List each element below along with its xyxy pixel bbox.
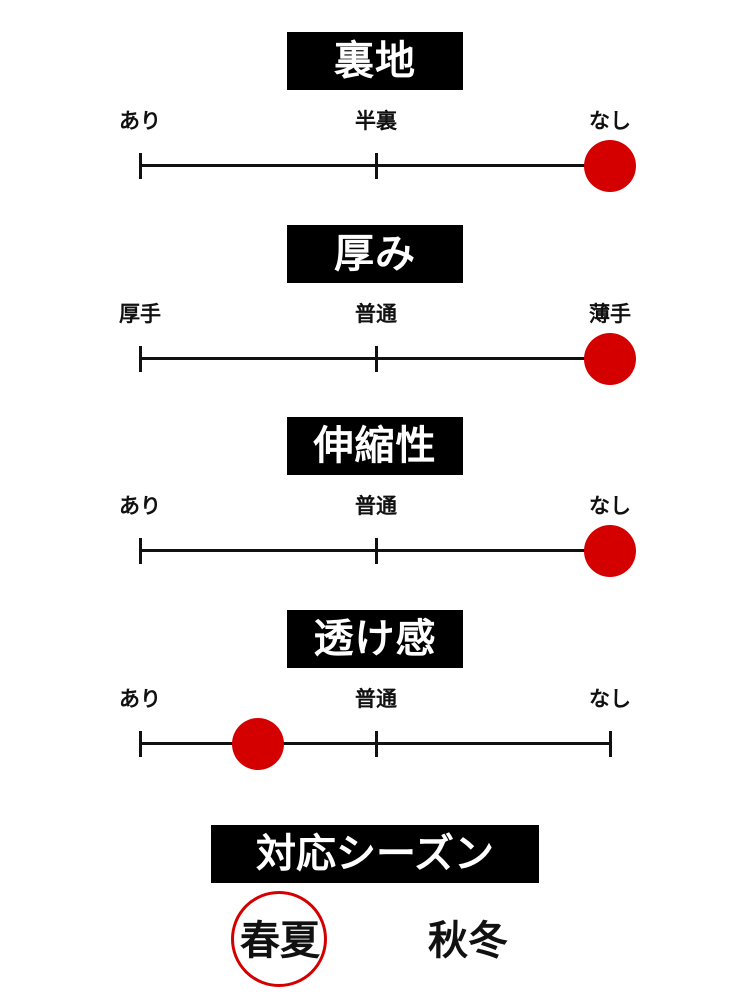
- scale-label: なし: [589, 686, 631, 711]
- scale-marker: [584, 332, 636, 385]
- scale-title: 伸縮性: [287, 417, 463, 475]
- scale-line: [140, 741, 610, 745]
- scale-line: [140, 164, 610, 167]
- scale-line: [140, 549, 610, 552]
- scale-label: なし: [589, 109, 631, 133]
- season-spring-summer: 春夏: [240, 918, 320, 964]
- scale-label: 普通: [355, 686, 397, 711]
- scale-title: 透け感: [287, 609, 463, 668]
- scale-title: 厚み: [287, 224, 463, 283]
- season-autumn-winter: 秋冬: [428, 918, 508, 964]
- scale-label: 半裏: [355, 109, 397, 133]
- scale-label: 普通: [355, 494, 397, 518]
- scale-label: 薄手: [589, 301, 631, 326]
- scale-label: なし: [589, 494, 631, 518]
- scale-marker: [584, 140, 636, 192]
- selected-season-circle: [231, 891, 327, 987]
- scale-marker: [231, 717, 284, 770]
- scale-label: あり: [119, 686, 161, 711]
- scale-label: あり: [119, 494, 161, 518]
- scale-tick: [609, 730, 612, 757]
- scale-label: 厚手: [119, 301, 161, 326]
- scale-line: [140, 356, 610, 360]
- scale-marker: [584, 525, 636, 577]
- scale-title: 裏地: [287, 32, 463, 90]
- season-title: 対応シーズン: [211, 825, 539, 883]
- scale-label: 普通: [355, 301, 397, 326]
- scale-label: あり: [119, 109, 161, 133]
